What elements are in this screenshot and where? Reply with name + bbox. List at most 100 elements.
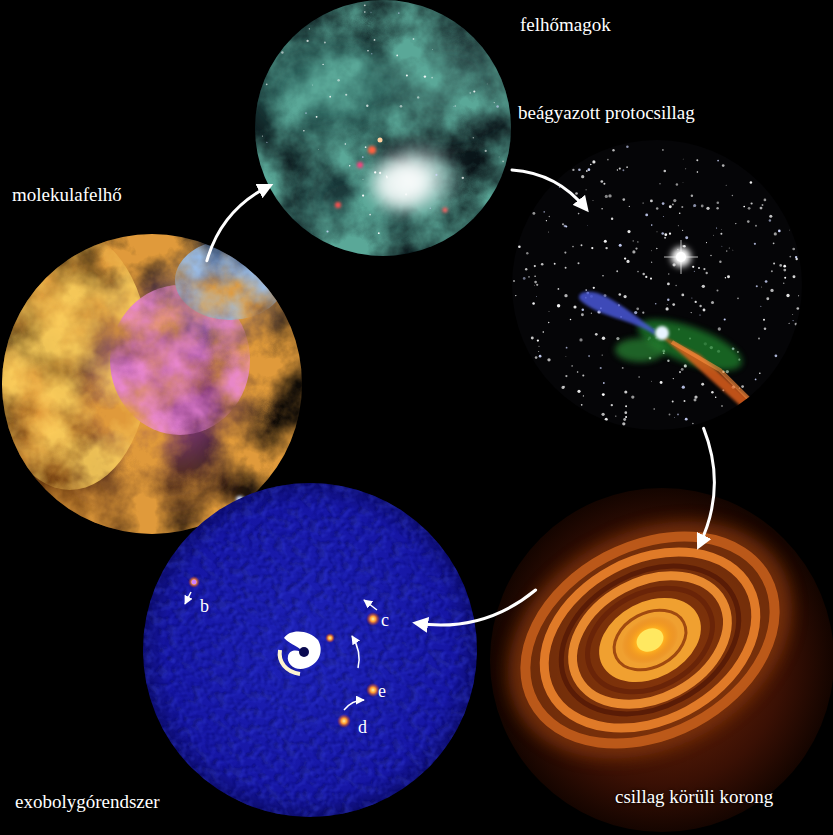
star-dot [679, 212, 681, 214]
star-dot [713, 234, 715, 236]
star-dot [571, 365, 572, 366]
star-dot [703, 268, 705, 270]
star-dot [559, 187, 560, 188]
star-dot [645, 276, 647, 278]
star-dot [378, 232, 380, 234]
star-dot [622, 169, 624, 171]
star-dot [417, 96, 419, 98]
star-dot [719, 261, 721, 263]
star-dot [525, 268, 527, 270]
star-dot [624, 295, 627, 298]
star-dot [717, 202, 720, 205]
star-dot [546, 220, 547, 221]
star-dot [582, 374, 584, 376]
flow-arrow [699, 428, 714, 545]
star-dot [535, 296, 537, 298]
star-dot [337, 79, 339, 81]
star-dot [577, 390, 580, 393]
star-dot [374, 39, 376, 41]
star-dot [773, 242, 775, 244]
star-dot [592, 160, 595, 163]
star-dot [675, 285, 676, 286]
star-dot [595, 333, 598, 336]
star-dot [345, 143, 346, 144]
star-dot [779, 264, 782, 267]
star-dot [626, 166, 628, 168]
star-dot [565, 356, 567, 358]
star-dot [674, 417, 676, 419]
star-dot [783, 265, 786, 268]
star-dot [622, 367, 624, 369]
star-dot [262, 135, 263, 136]
star-dot [528, 276, 530, 278]
star-dot [726, 370, 729, 373]
star-dot [370, 11, 372, 13]
star-dot [586, 170, 588, 172]
star-dot [716, 227, 717, 228]
star-dot [582, 309, 585, 312]
star-dot [581, 244, 583, 246]
star-dot [453, 106, 455, 108]
star-dot [362, 179, 364, 181]
star-dot [538, 351, 539, 352]
star-dot [764, 199, 767, 202]
star-dot [600, 367, 602, 369]
star-dot [603, 183, 605, 185]
star-dot [775, 354, 778, 357]
star-dot [579, 338, 582, 341]
star-dot [651, 262, 652, 263]
star-dot [435, 174, 437, 176]
stage-circle: felhőmagok [255, 0, 511, 256]
star-dot [796, 307, 799, 310]
star-dot [770, 289, 773, 292]
star-dot [699, 305, 701, 307]
star-dot [601, 208, 602, 209]
star-dot [642, 273, 644, 275]
star-dot [761, 286, 762, 287]
star-dot [625, 405, 627, 407]
star-dot [694, 395, 697, 398]
star-dot [611, 404, 613, 406]
star-dot [721, 229, 723, 231]
star-dot [604, 240, 607, 243]
star-dot [398, 12, 400, 14]
star-dot [778, 230, 781, 233]
star-dot [637, 241, 638, 242]
star-dot [655, 303, 657, 305]
star-dot [660, 381, 663, 384]
star-dot [432, 49, 434, 51]
star-dot [548, 322, 549, 323]
star-dot [541, 263, 544, 266]
star-dot [747, 220, 750, 223]
star-dot [672, 401, 674, 403]
star-dot [672, 204, 674, 206]
star-dot [502, 160, 504, 162]
star-dot [431, 77, 433, 79]
star-dot [783, 283, 785, 285]
star-dot [386, 176, 387, 177]
star-dot [717, 160, 719, 162]
star-dot [548, 232, 549, 233]
star-dot [716, 207, 718, 209]
star-dot [682, 230, 683, 231]
star-dot [754, 243, 756, 245]
star-dot [561, 386, 564, 389]
star-dot [720, 233, 722, 235]
star-dot [729, 248, 730, 249]
star-dot [681, 206, 683, 208]
star-dot [792, 314, 793, 315]
star-dot [764, 327, 767, 330]
star-dot [699, 314, 700, 315]
star-dot [543, 211, 545, 213]
star-dot [612, 149, 614, 151]
star-dot [577, 262, 579, 264]
star-dot [634, 311, 637, 314]
star-dot [462, 177, 464, 179]
star-dot [603, 382, 605, 384]
star-dot [624, 390, 627, 393]
star-dot [413, 38, 415, 40]
star-dot [534, 281, 537, 284]
star-dot [386, 176, 388, 178]
star-dot [583, 395, 584, 396]
star-dot [721, 245, 723, 247]
